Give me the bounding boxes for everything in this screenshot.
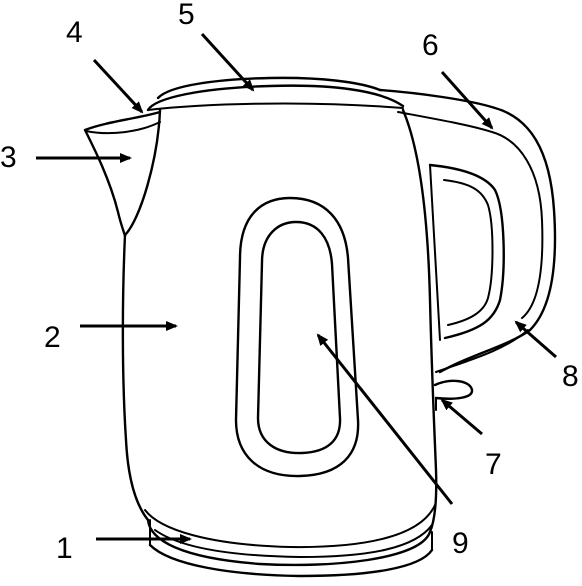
arrow-4	[92, 58, 144, 114]
label-2: 2	[44, 321, 61, 354]
lid	[146, 76, 405, 112]
arrow-9	[316, 333, 454, 505]
label-6: 6	[422, 29, 439, 62]
label-9: 9	[452, 527, 469, 560]
callout-arrows	[36, 32, 557, 544]
label-3: 3	[0, 141, 17, 174]
label-4: 4	[66, 16, 83, 49]
label-5: 5	[178, 0, 195, 31]
switch	[433, 379, 474, 411]
arrow-7	[440, 398, 483, 436]
label-7: 7	[485, 448, 502, 481]
arrow-6	[440, 71, 494, 130]
label-1: 1	[56, 532, 73, 565]
label-8: 8	[562, 360, 579, 393]
kettle-body	[121, 108, 438, 534]
arrow-8	[514, 320, 557, 359]
spout	[83, 110, 162, 238]
handle	[378, 88, 557, 374]
water-window	[234, 196, 360, 478]
arrow-5	[200, 32, 255, 92]
callout-labels: 1 2 3 4 5 6 7 8 9	[0, 0, 579, 565]
